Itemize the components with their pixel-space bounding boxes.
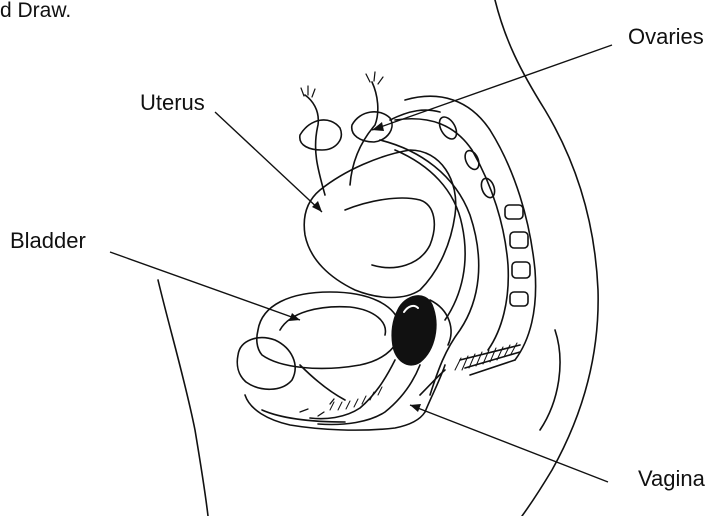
bladder-label: Bladder [10, 230, 86, 252]
fimbriae [301, 72, 383, 97]
coccyx-lines [460, 345, 520, 375]
ovary-left [300, 120, 342, 150]
uterus-label: Uterus [140, 92, 205, 114]
back-outline [495, 0, 598, 516]
uterus-arrowhead [312, 201, 322, 212]
front-outline [158, 280, 208, 516]
ovaries-label: Ovaries [628, 26, 704, 48]
rectum-hatching [455, 343, 517, 370]
urethra [300, 365, 345, 400]
bladder-inner [280, 307, 385, 335]
bladder-leader [110, 252, 300, 320]
buttock-line [540, 330, 560, 430]
header-text: d Draw. [0, 0, 71, 21]
ovaries-leader [372, 45, 612, 130]
anus-area [420, 370, 445, 395]
ovary-right [352, 112, 392, 142]
small-marks [300, 399, 334, 416]
bladder-outer [257, 292, 400, 368]
vagina-label: Vagina [638, 468, 705, 490]
fallopian-tube-left [305, 95, 325, 195]
rectum-inner [395, 150, 465, 320]
vagina-canal-2 [318, 365, 420, 425]
vaginal-hatching [330, 387, 382, 410]
uterus-inner [345, 198, 434, 268]
pubic-bone [237, 338, 295, 390]
vagina-leader [410, 405, 608, 482]
uterus-body [304, 150, 456, 298]
vagina-arrowhead [410, 404, 421, 412]
vertebra-segments [436, 114, 530, 306]
